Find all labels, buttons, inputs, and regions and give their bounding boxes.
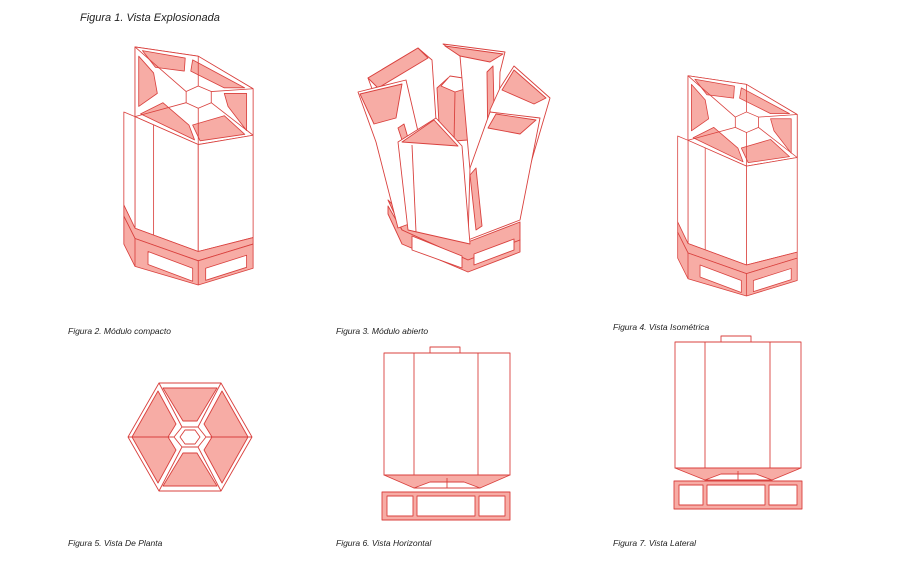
figure-6-horizontal-view bbox=[381, 346, 511, 521]
figure-6-caption: Figura 6. Vista Horizontal bbox=[336, 538, 432, 548]
figure-7-caption: Figura 7. Vista Lateral bbox=[613, 538, 696, 548]
figure-5-caption: Figura 5. Vista De Planta bbox=[68, 538, 163, 548]
figure-5-plan-view bbox=[127, 382, 253, 492]
figure-3-open-module bbox=[357, 43, 551, 273]
figure-2-caption: Figura 2. Módulo compacto bbox=[68, 326, 171, 336]
figure-3-caption: Figura 3. Módulo abierto bbox=[336, 326, 429, 336]
figure-2-compact-module bbox=[123, 46, 254, 286]
figure-1-caption: Figura 1. Vista Explosionada bbox=[80, 12, 220, 24]
figure-4-caption: Figura 4. Vista Isométrica bbox=[613, 322, 710, 332]
figure-7-lateral-view bbox=[673, 335, 803, 510]
figure-4-isometric-view bbox=[677, 75, 798, 297]
